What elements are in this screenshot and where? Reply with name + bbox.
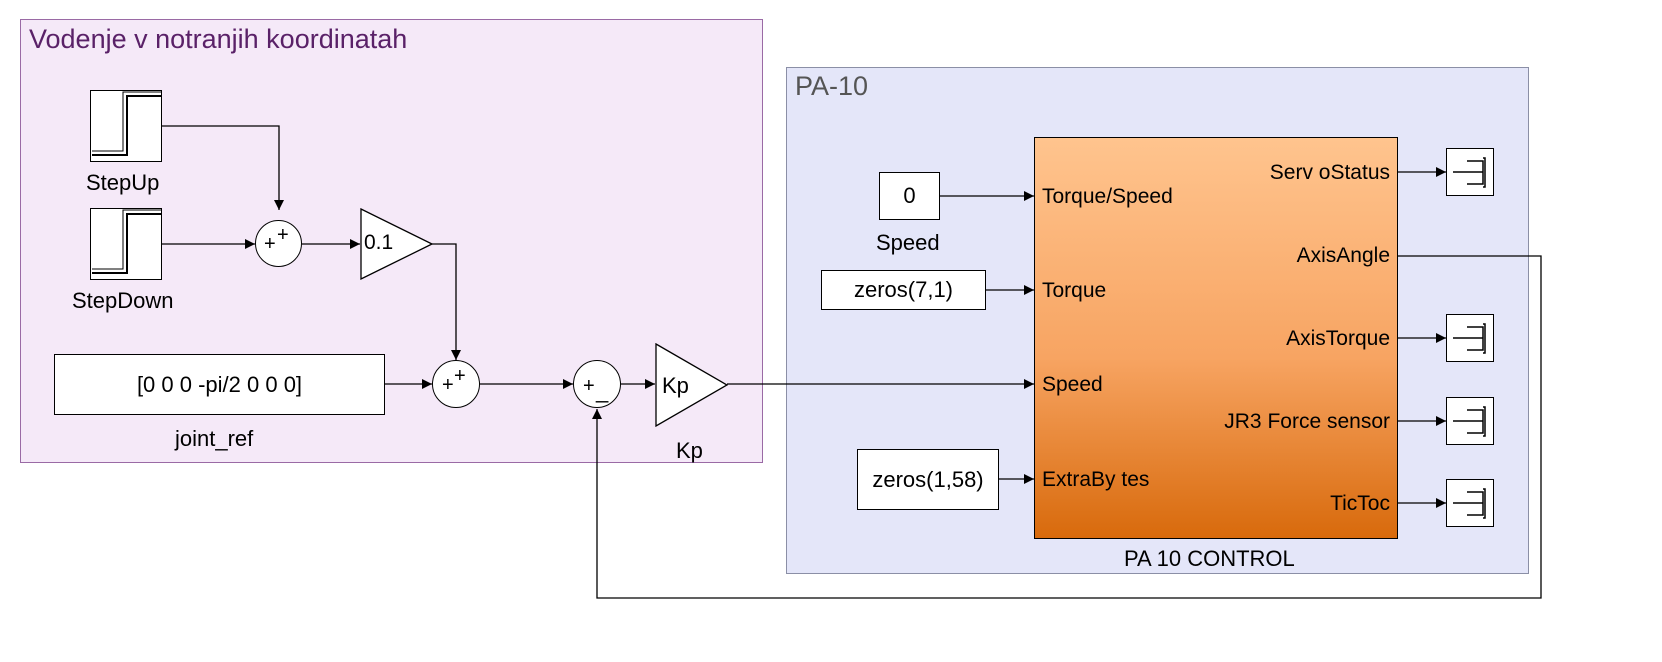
pa10-input-extrabytes: ExtraBy tes (1042, 468, 1150, 491)
sum-signs: + _ (583, 375, 609, 403)
line-gain-sum2 (432, 243, 461, 360)
svg-text:+: + (454, 365, 466, 387)
joint-ref-label: joint_ref (175, 426, 254, 451)
step-icon (92, 91, 161, 156)
speed-const-value: 0 (903, 183, 916, 208)
terminator-icon (1453, 406, 1486, 437)
terminator-icon (1453, 323, 1486, 354)
step-up-label: StepUp (86, 170, 160, 195)
gain-value: 0.1 (364, 231, 394, 254)
line-axisangle-feedback (592, 255, 1542, 599)
speed-const-block[interactable]: 0 (879, 172, 940, 220)
terminator-axistorque[interactable] (1446, 314, 1494, 362)
pa10-output-tictoc: TicToc (1330, 492, 1390, 515)
extra-const-block[interactable]: zeros(1,58) (857, 449, 999, 510)
terminator-tictoc[interactable] (1446, 479, 1494, 527)
sum-signs: + + (442, 365, 466, 396)
gain-kp-value: Kp (662, 373, 689, 398)
terminator-icon (1453, 157, 1486, 188)
pa10-output-axisangle: AxisAngle (1296, 244, 1390, 267)
sum-signs: + + (264, 224, 289, 255)
step-down-block[interactable] (90, 208, 162, 280)
area-pa10-title: PA-10 (795, 71, 869, 101)
terminator-servostatus[interactable] (1446, 148, 1494, 196)
gain-kp-label: Kp (676, 438, 703, 463)
gain-triangle (655, 343, 728, 427)
area-joint-control-title: Vodenje v notranjih koordinatah (29, 24, 408, 54)
pa10-output-axistorque: AxisTorque (1286, 327, 1390, 350)
pa10-input-speed: Speed (1042, 373, 1103, 396)
sum-block-3[interactable]: + _ (573, 360, 621, 408)
terminator-jr3[interactable] (1446, 397, 1494, 445)
pa10-input-torque: Torque (1042, 279, 1107, 302)
pa10-output-jr3: JR3 Force sensor (1224, 410, 1390, 433)
pa10-input-torque-speed: Torque/Speed (1042, 185, 1173, 208)
torque-const-block[interactable]: zeros(7,1) (821, 270, 986, 310)
step-icon (92, 209, 161, 274)
torque-const-value: zeros(7,1) (853, 277, 954, 302)
joint-ref-value: [0 0 0 -pi/2 0 0 0] (136, 371, 303, 397)
svg-text:_: _ (595, 378, 609, 403)
svg-text:+: + (277, 224, 289, 246)
pa10-subsystem-label: PA 10 CONTROL (1124, 546, 1295, 571)
line-stepup-sum1 (162, 125, 284, 210)
pa10-control-subsystem[interactable]: Torque/Speed Torque Speed ExtraBy tes Se… (1034, 137, 1398, 539)
terminator-icon (1453, 488, 1486, 519)
gain-block-kp[interactable]: Kp (655, 343, 728, 427)
svg-text:+: + (264, 233, 276, 255)
svg-text:+: + (583, 375, 595, 397)
sum-block-2[interactable]: + + (432, 360, 480, 408)
pa10-output-servostatus: Serv oStatus (1269, 161, 1390, 184)
gain-triangle (360, 208, 433, 280)
gain-block-0-1[interactable]: 0.1 (360, 208, 433, 280)
svg-text:+: + (442, 374, 454, 396)
step-up-block[interactable] (90, 90, 162, 162)
extra-const-value: zeros(1,58) (872, 466, 984, 492)
step-down-label: StepDown (72, 288, 174, 313)
sum-block-1[interactable]: + + (255, 220, 302, 267)
speed-const-label: Speed (876, 230, 940, 255)
joint-ref-block[interactable]: [0 0 0 -pi/2 0 0 0] (54, 354, 385, 415)
